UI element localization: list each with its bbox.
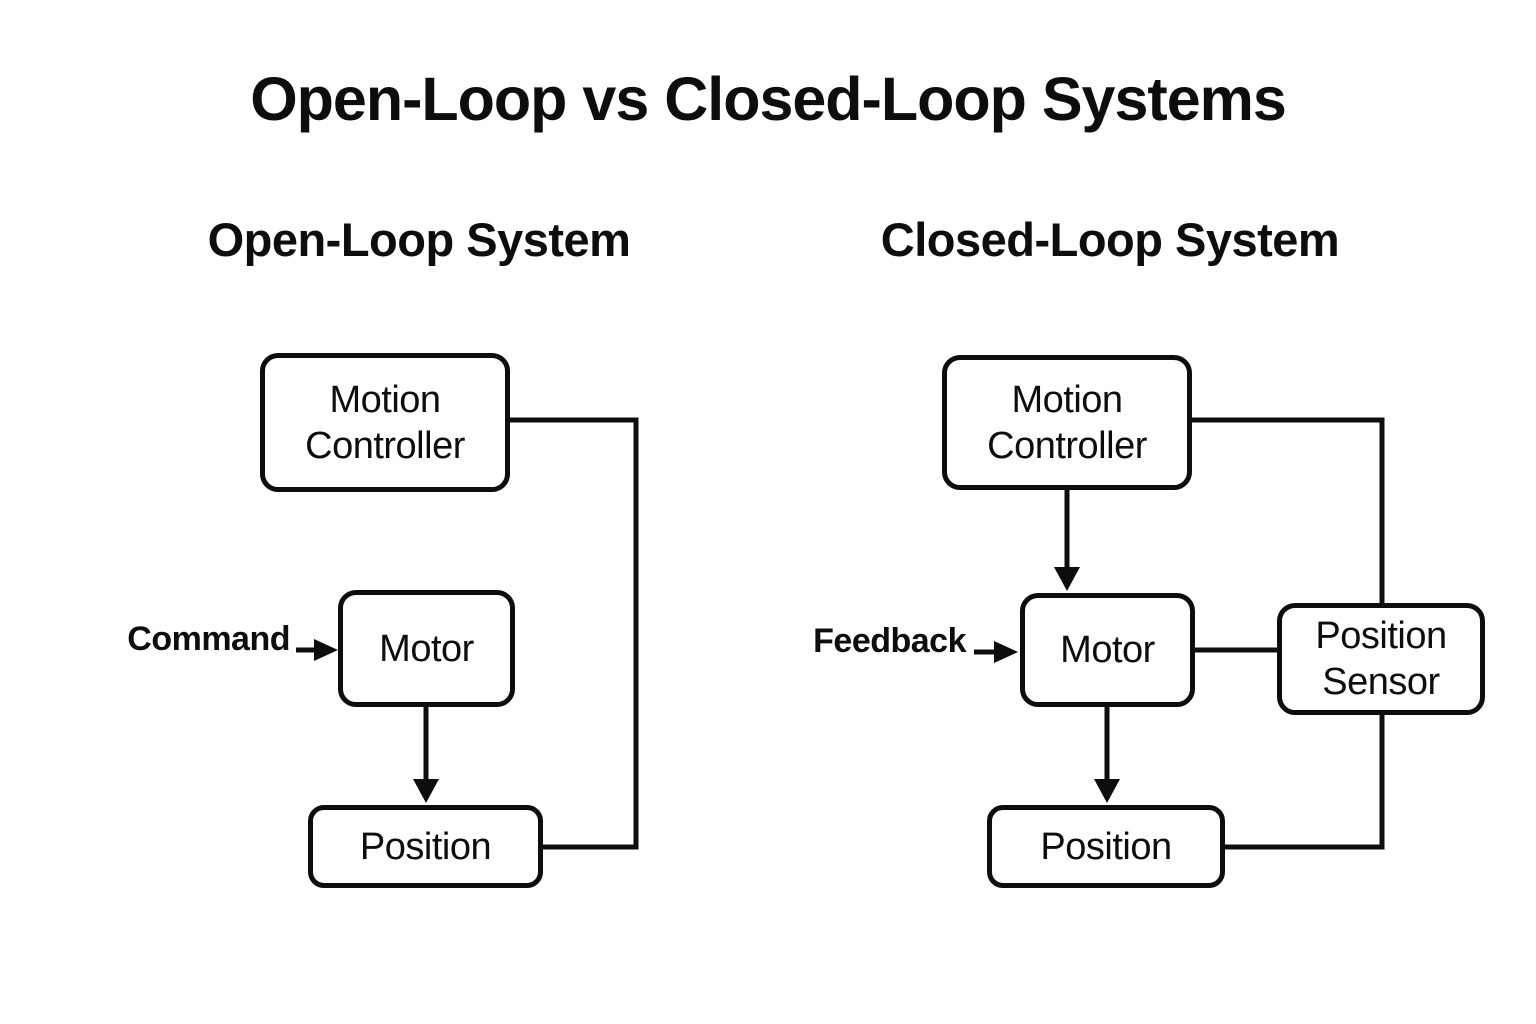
open-loop-position-label: Position — [359, 825, 492, 868]
position-sensor-box: Position Sensor — [1277, 603, 1485, 715]
closed-loop-heading: Closed-Loop System — [880, 213, 1340, 266]
open-loop-motion-controller-box: Motion Controller — [260, 353, 510, 492]
open-loop-position-box: Position — [308, 805, 543, 888]
open-loop-motion-controller-label: Motion Controller — [305, 378, 465, 467]
closed-loop-position-box: Position — [987, 805, 1225, 888]
closed-loop-motor-to-position-arrowhead — [1094, 779, 1120, 803]
page-title: Open-Loop vs Closed-Loop Systems — [250, 65, 1287, 133]
closed-loop-motor-box: Motor — [1020, 593, 1195, 707]
closed-loop-motor-label: Motor — [1060, 629, 1155, 671]
open-loop-motor-box: Motor — [338, 590, 515, 707]
open-loop-motor-label: Motor — [379, 627, 474, 670]
closed-loop-position-label: Position — [1040, 825, 1172, 868]
feedback-arrowhead — [994, 641, 1018, 663]
closed-loop-motion-controller-box: Motion Controller — [942, 355, 1192, 490]
position-sensor-label: Position Sensor — [1315, 615, 1447, 703]
feedback-label: Feedback — [813, 622, 966, 660]
command-arrowhead — [314, 639, 338, 661]
open-loop-feedforward-line — [508, 417, 639, 850]
closed-loop-motion-controller-label: Motion Controller — [987, 378, 1147, 467]
open-loop-motor-to-position-arrowhead — [413, 779, 439, 803]
closed-loop-controller-to-motor-arrowhead — [1054, 567, 1080, 591]
command-label: Command — [127, 620, 290, 658]
open-loop-heading: Open-Loop System — [207, 213, 631, 266]
